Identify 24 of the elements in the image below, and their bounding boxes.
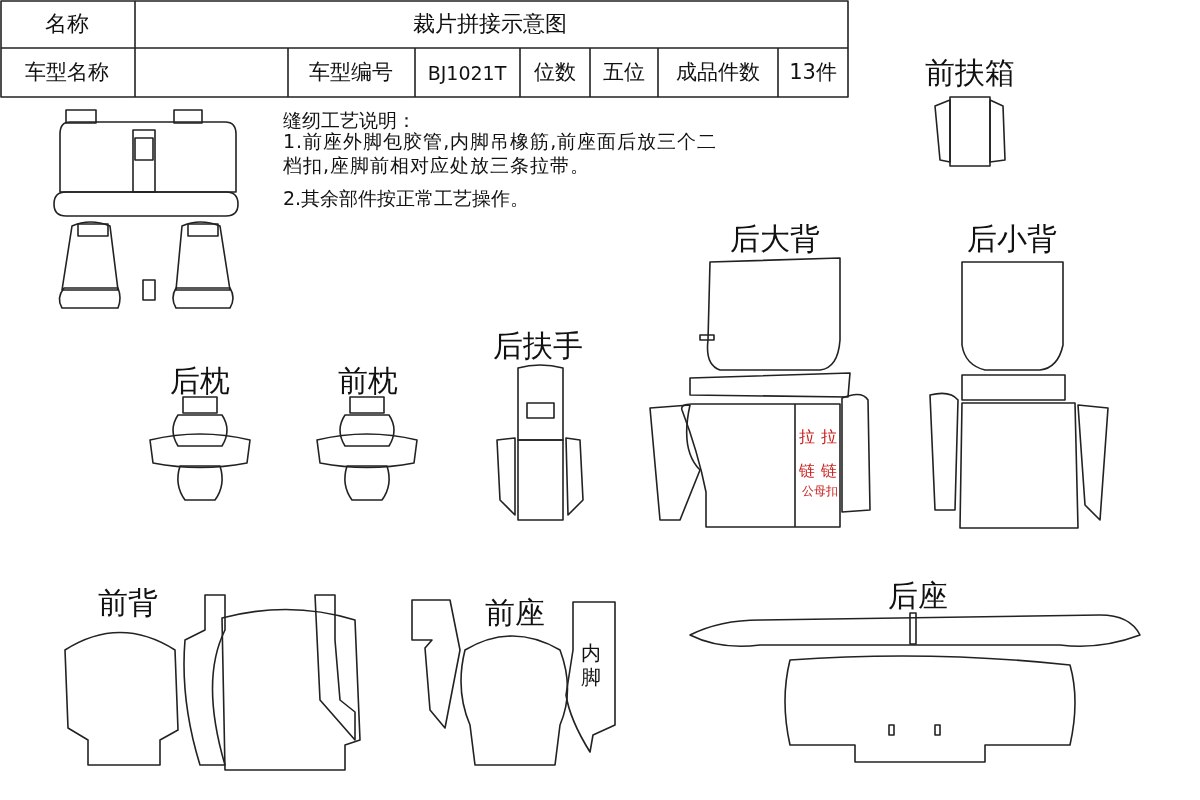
field-label: 成品件数 xyxy=(676,61,760,85)
field-label: 车型编号 xyxy=(309,61,393,85)
header-text: 名称 xyxy=(45,11,89,37)
annotation-text: 拉链 xyxy=(821,426,837,482)
section-title: 后座 xyxy=(888,578,948,612)
field-value: 五位 xyxy=(603,61,645,85)
piece-label: 内脚 xyxy=(581,641,601,689)
note-heading: 缝纫工艺说明： xyxy=(283,110,416,131)
section-title: 前背 xyxy=(98,585,158,619)
field-value: BJ1021T xyxy=(427,62,507,84)
section-title: 后扶手 xyxy=(493,328,583,362)
field-label: 位数 xyxy=(534,61,576,85)
note-text: 2.其余部件按正常工艺操作。 xyxy=(283,188,530,209)
annotation-text: 拉链 xyxy=(799,426,815,482)
annotation-text: 公母扣 xyxy=(802,485,838,499)
field-label: 车型名称 xyxy=(25,61,109,85)
section-title: 后小背 xyxy=(967,221,1057,255)
section-title: 后大背 xyxy=(730,221,820,255)
field-value: 13件 xyxy=(789,61,837,85)
section-title: 前枕 xyxy=(338,363,398,397)
section-title: 前扶箱 xyxy=(925,55,1015,89)
section-title: 后枕 xyxy=(170,363,230,397)
note-text: 1.前座外脚包胶管,内脚吊橡筋,前座面后放三个二档扣,座脚前相对应处放三条拉带。 xyxy=(283,130,719,178)
table-title: 裁片拼接示意图 xyxy=(413,11,567,37)
